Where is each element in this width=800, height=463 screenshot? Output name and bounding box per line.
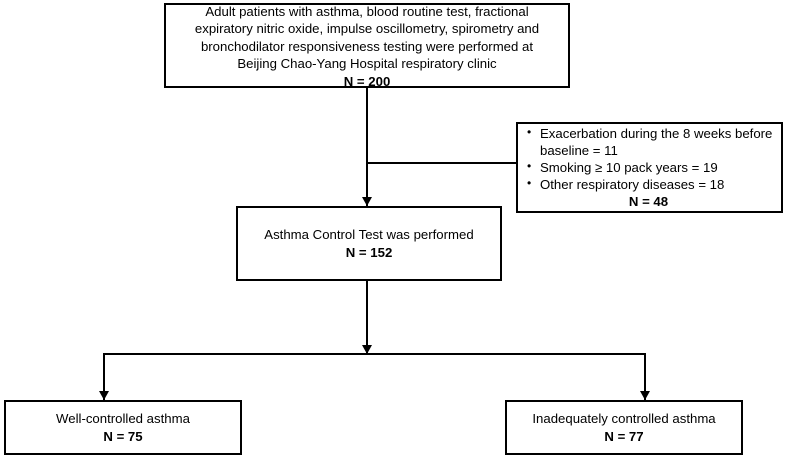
enrollment-line-2: expiratory nitric oxide, impulse oscillo… xyxy=(194,21,540,37)
node-asthma-control-test: Asthma Control Test was performed N = 15… xyxy=(236,206,502,281)
arrowhead-act-down xyxy=(362,345,372,354)
enrollment-line-1: Adult patients with asthma, blood routin… xyxy=(205,3,529,19)
connector-split-right xyxy=(644,353,646,400)
list-item: Other respiratory diseases = 18 xyxy=(527,175,773,193)
inadequate-line-1: Inadequately controlled asthma xyxy=(532,411,716,426)
node-well-controlled-asthma: Well-controlled asthma N = 75 xyxy=(4,400,242,455)
node-enrollment: Adult patients with asthma, blood routin… xyxy=(164,3,570,89)
arrowhead-into-inadequately-controlled xyxy=(640,391,650,400)
act-line-1: Asthma Control Test was performed xyxy=(264,227,474,242)
enrollment-line-4: Beijing Chao-Yang Hospital respiratory c… xyxy=(237,56,497,72)
exclusions-count: N = 48 xyxy=(628,194,669,210)
connector-act-down xyxy=(366,281,368,354)
list-item: Smoking ≥ 10 pack years = 19 xyxy=(527,158,773,176)
connector-enrollment-to-act xyxy=(366,88,368,206)
list-item: Exacerbation during the 8 weeks before b… xyxy=(527,123,773,159)
node-inadequately-controlled-asthma: Inadequately controlled asthma N = 77 xyxy=(505,400,743,455)
well-controlled-line-1: Well-controlled asthma xyxy=(56,411,190,426)
node-exclusions: Exacerbation during the 8 weeks before b… xyxy=(516,122,783,213)
enrollment-line-3: bronchodilator responsiveness testing we… xyxy=(200,38,534,54)
connector-enrollment-to-exclusions xyxy=(366,162,518,164)
exclusions-list: Exacerbation during the 8 weeks before b… xyxy=(524,123,773,194)
arrowhead-into-well-controlled xyxy=(99,391,109,400)
well-controlled-count: N = 75 xyxy=(103,428,143,444)
arrowhead-into-act xyxy=(362,197,372,206)
act-count: N = 152 xyxy=(345,244,393,260)
connector-split-bar xyxy=(103,353,646,355)
enrollment-count: N = 200 xyxy=(343,73,391,89)
inadequate-count: N = 77 xyxy=(604,428,644,444)
connector-split-left xyxy=(103,353,105,400)
